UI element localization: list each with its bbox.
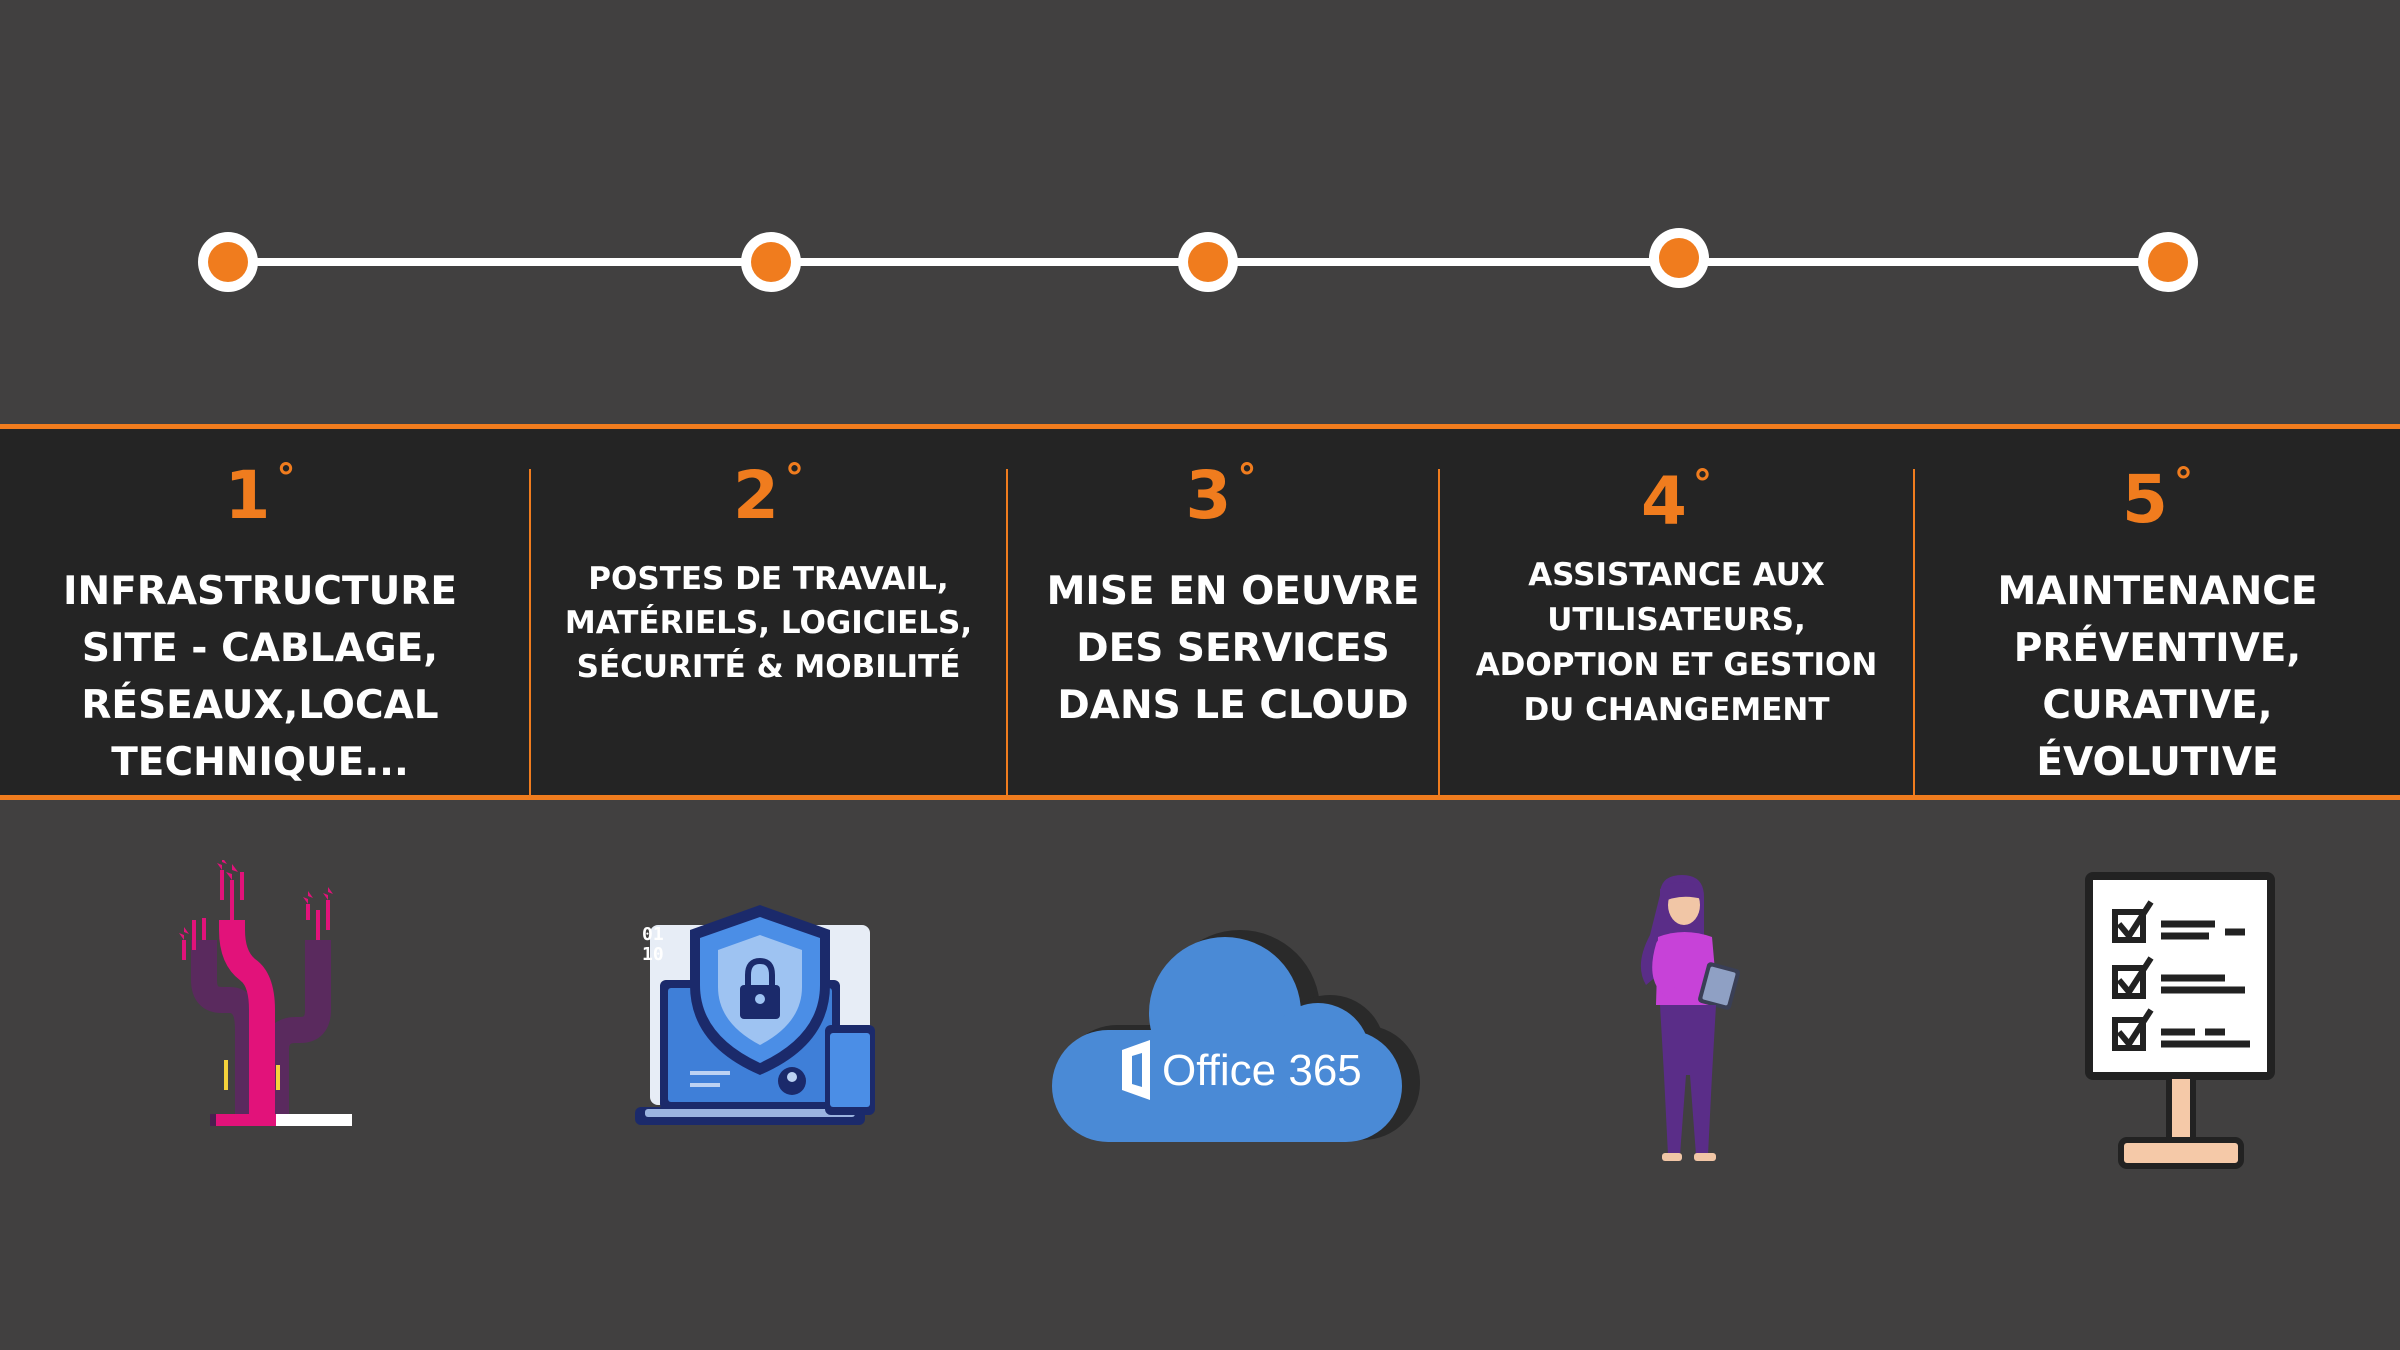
checklist-board-icon (2085, 872, 2275, 1169)
svg-text:10: 10 (642, 944, 664, 965)
column-divider (529, 469, 531, 799)
step-2-label: POSTES DE TRAVAIL,MATÉRIELS, LOGICIELS,S… (564, 561, 973, 685)
woman-with-tablet-icon (1640, 875, 1740, 1161)
security-shield-laptop-icon: 01 10 (635, 905, 875, 1125)
timeline-node-1 (198, 232, 258, 292)
step-5-number: 5° (2122, 460, 2193, 538)
step-3-number: 3° (1185, 456, 1257, 534)
office365-logo-text: Office 365 (1162, 1046, 1362, 1095)
timeline-node-5 (2138, 232, 2198, 292)
step-2-number: 2° (733, 456, 804, 534)
svg-text:01: 01 (642, 924, 664, 945)
step-1-number: 1° (224, 456, 296, 534)
timeline-node-3 (1178, 232, 1238, 292)
timeline-node-4 (1649, 228, 1709, 288)
column-divider (1913, 469, 1915, 799)
column-divider (1006, 469, 1008, 799)
timeline-node-2 (741, 232, 801, 292)
office365-cloud-icon: Office 365 (1052, 930, 1420, 1142)
step-2: 2° POSTES DE TRAVAIL,MATÉRIELS, LOGICIEL… (531, 429, 1006, 795)
column-divider (1438, 469, 1440, 799)
cable-tree-icon (179, 860, 352, 1126)
step-4-number: 4° (1641, 462, 1712, 540)
timeline (198, 228, 2198, 292)
